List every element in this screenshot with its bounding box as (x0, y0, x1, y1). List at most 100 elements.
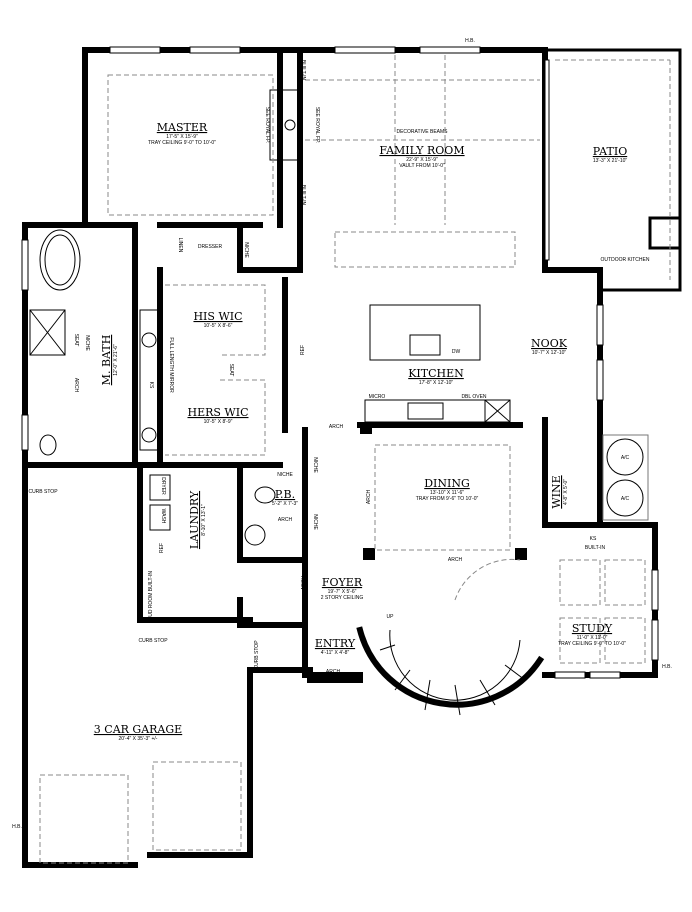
arch-label: ARCH (499, 424, 514, 430)
room-dims: 17'-8" X 12'-10" (419, 380, 454, 386)
room-dims: 4'-11" X 4'-8" (321, 650, 350, 656)
room-dims: 8'-10" X 13'-1" (201, 504, 207, 536)
arch-label: ARCH (329, 424, 344, 430)
room-dims: 10'-5" X 8'-6" (204, 323, 233, 329)
niche-label: NICHE (243, 242, 249, 258)
niche-label: NICHE (277, 472, 293, 478)
room-name: FAMILY ROOM (379, 144, 464, 157)
room-entry: ENTRY 4'-11" X 4'-8" (315, 637, 356, 656)
arch-label: ARCH (301, 576, 307, 591)
dbl-oven-label: DBL OVEN (461, 394, 486, 400)
decorative-beams-label: DECORATIVE BEAMS (396, 129, 448, 135)
niche-label: NICHE (84, 335, 90, 351)
room-name: LAUNDRY (188, 490, 201, 549)
room-mbath: M. BATH 12'-0" X 21'-6" (100, 335, 119, 386)
room-name: P.B. (275, 488, 295, 501)
dresser-label: DRESSER (198, 244, 223, 250)
arch-label: ARCH (448, 557, 463, 563)
room-dims: 10'-5" X 8'-9" (204, 419, 233, 425)
room-name: ENTRY (315, 637, 356, 650)
staircase (379, 629, 526, 716)
room-dims: 19'-7" X 5'-6" (328, 589, 357, 595)
room-dims: 11'-0" X 11'-0" (577, 635, 608, 641)
room-name: M. BATH (100, 335, 113, 386)
room-name: DINING (424, 477, 470, 490)
linen-label: LINEN (177, 238, 183, 253)
room-dining: DINING 13'-10" X 11'-6" TRAY FROM 9'-6" … (416, 477, 479, 502)
room-laundry: LAUNDRY 8'-10" X 13'-1" (188, 490, 207, 549)
niche-label: NICHE (312, 514, 318, 530)
see-fp-label: SEE ROYAL FP. (314, 107, 320, 143)
room-nook: NOOK 10'-7" X 12'-10" (531, 337, 568, 356)
room-name: FOYER (322, 576, 363, 589)
room-name: MASTER (157, 121, 208, 134)
arch-label: ARCH (326, 669, 341, 675)
room-family: FAMILY ROOM 22'-9" X 15'-9" VAULT FROM 1… (379, 144, 464, 169)
ceiling-lines (39, 55, 646, 864)
patio-outline (545, 48, 682, 292)
room-garage: 3 CAR GARAGE 20'-4" X 35'-3" +/- (94, 723, 182, 742)
room-note: 2 STORY CEILING (321, 595, 364, 601)
room-kitchen: KITCHEN 17'-8" X 12'-10" (408, 367, 464, 386)
room-master: MASTER 17'-5" X 15'-9" TRAY CEILING 9'-0… (148, 121, 216, 146)
room-his-wic: HIS WIC 10'-5" X 8'-6" (193, 310, 242, 329)
micro-label: MICRO (369, 394, 386, 400)
room-name: PATIO (593, 145, 627, 158)
wash-label: WASH (160, 509, 166, 524)
room-dims: 12'-0" X 21'-6" (113, 344, 119, 376)
dw-label: DW (452, 349, 461, 355)
room-study: STUDY 11'-0" X 11'-0" TRAY CEILING 9'-0"… (558, 622, 626, 647)
room-name: WINE (550, 475, 563, 508)
seat-label: SEAT (228, 364, 234, 377)
room-dims: 13'-3" X 21'-10" (593, 158, 628, 164)
ref-label: REF (159, 543, 165, 553)
ac-label: A/C (621, 455, 630, 461)
room-dims: 13'-10" X 11'-6" (430, 490, 464, 496)
room-dims: 17'-5" X 15'-9" (166, 134, 198, 140)
built-in-label: BUILT-IN (300, 60, 306, 81)
room-dims: 22'-9" X 15'-9" (406, 157, 438, 163)
built-in-label: BUILT-IN (300, 185, 306, 206)
hb-label: H.B. (12, 824, 22, 830)
room-dims: 20'-4" X 35'-3" +/- (119, 736, 158, 742)
ks-label: KS (590, 536, 597, 542)
hb-label: H.B. (465, 38, 475, 44)
annotations: H.B. H.B. H.B. DECORATIVE BEAMS OUTDOOR … (12, 38, 672, 830)
ac-label: A/C (621, 496, 630, 502)
built-in-label: BUILT-IN (585, 545, 606, 551)
room-name: HERS WIC (187, 406, 248, 419)
room-foyer: FOYER 19'-7" X 5'-6" 2 STORY CEILING (321, 576, 364, 601)
mirror-label: FULL LENGTH MIRROR (168, 337, 174, 393)
room-note: TRAY CEILING 9'-0" TO 10'-0" (148, 140, 216, 146)
hb-label: H.B. (662, 664, 672, 670)
fixtures (29, 89, 649, 546)
up-label: UP (387, 614, 395, 620)
curb-stop-label: CURB STOP (138, 638, 168, 644)
room-dims: 5'-2" X 7'-3" (272, 501, 298, 507)
room-name: KITCHEN (408, 367, 464, 380)
room-name: 3 CAR GARAGE (94, 723, 182, 736)
room-note: TRAY CEILING 9'-0" TO 10'-0" (558, 641, 626, 647)
room-dims: 4'-8" X 5'-0" (563, 479, 569, 505)
room-note: TRAY FROM 9'-6" TO 10'-0" (416, 496, 479, 502)
windows (21, 46, 659, 679)
ks-label: KS (148, 382, 154, 389)
room-pb: P.B. 5'-2" X 7'-3" (272, 488, 298, 507)
curb-stop-label: CURB STOP (28, 489, 58, 495)
arch-label: ARCH (296, 246, 302, 261)
room-dims: 10'-7" X 12'-10" (532, 350, 567, 356)
room-name: NOOK (531, 337, 568, 350)
arch-label: ARCH (366, 490, 372, 505)
mud-room-label: MUD ROOM BUILT-IN (148, 571, 154, 621)
exterior-walls (22, 47, 658, 868)
room-hers-wic: HERS WIC 10'-5" X 8'-9" (187, 406, 248, 425)
outdoor-kitchen-label: OUTDOOR KITCHEN (601, 257, 650, 263)
dryer-label: DRYER (160, 477, 166, 495)
room-wine: WINE 4'-8" X 5'-0" (550, 475, 569, 508)
curb-stop-label: CURB STOP (254, 640, 260, 670)
seat-label: SEAT (73, 334, 79, 347)
room-name: STUDY (572, 622, 613, 635)
arch-label: ARCH (278, 517, 293, 523)
arch-label: ARCH (73, 378, 79, 393)
